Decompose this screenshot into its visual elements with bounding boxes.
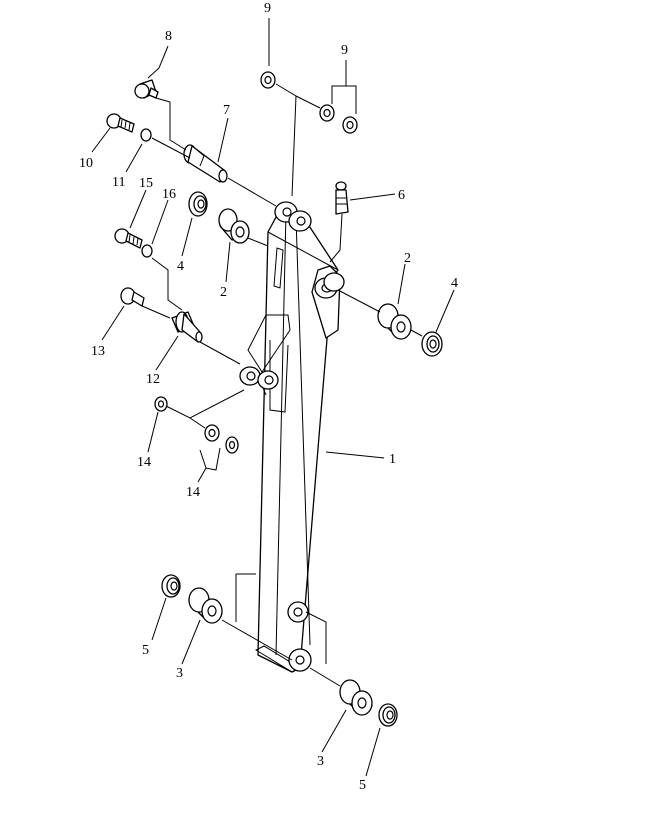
bushing-2-left [218, 208, 250, 244]
washer-9-pair [319, 104, 358, 134]
arm-bottom-boss [287, 601, 312, 672]
arm-middle-boss [239, 366, 279, 390]
callout-11: 11 [112, 175, 125, 190]
leader-lines [91, 18, 455, 777]
callout-12: 12 [146, 372, 160, 387]
pin-7 [183, 144, 228, 183]
washer-14-single [154, 396, 168, 412]
bushing-3-right [339, 679, 373, 716]
callout-4-left: 4 [177, 259, 184, 274]
callout-5-right: 5 [359, 778, 366, 793]
callout-4-right: 4 [451, 276, 458, 291]
seal-4-right [421, 331, 443, 357]
callout-labels: 9 9 8 7 6 10 11 15 16 4 2 2 4 13 12 1 14… [79, 1, 458, 793]
grease-fitting-6 [335, 181, 349, 215]
washer-14-pair [204, 424, 239, 454]
bolt-15 [114, 228, 143, 249]
bolt-8 [134, 79, 159, 99]
callout-14-pair: 14 [186, 485, 200, 500]
callout-1: 1 [389, 452, 396, 467]
seal-5-right [378, 703, 398, 727]
arm-right-boss [314, 272, 345, 299]
pin-12 [171, 311, 203, 343]
bolt-13 [120, 287, 145, 307]
callout-15: 15 [139, 176, 153, 191]
washer-16 [141, 244, 153, 258]
callout-3-left: 3 [176, 666, 183, 681]
callout-6: 6 [398, 188, 405, 203]
callout-16: 16 [162, 187, 176, 202]
callout-13: 13 [91, 344, 105, 359]
seal-5-left [161, 574, 181, 598]
bushing-3-left [188, 587, 223, 624]
seal-4-left [188, 191, 208, 217]
bolt-10 [106, 113, 135, 133]
callout-2-left: 2 [220, 285, 227, 300]
callout-8: 8 [165, 29, 172, 44]
callout-5-left: 5 [142, 643, 149, 658]
callout-14-single: 14 [137, 455, 151, 470]
callout-2-right: 2 [404, 251, 411, 266]
washer-11 [140, 128, 152, 142]
callout-7: 7 [223, 103, 230, 118]
callout-10: 10 [79, 156, 93, 171]
callout-9-pair: 9 [341, 43, 348, 58]
callout-3-right: 3 [317, 754, 324, 769]
bushing-2-right [377, 303, 412, 340]
washer-9-top [260, 71, 276, 89]
callout-9-top: 9 [264, 1, 271, 16]
arm-top-boss [274, 201, 312, 232]
